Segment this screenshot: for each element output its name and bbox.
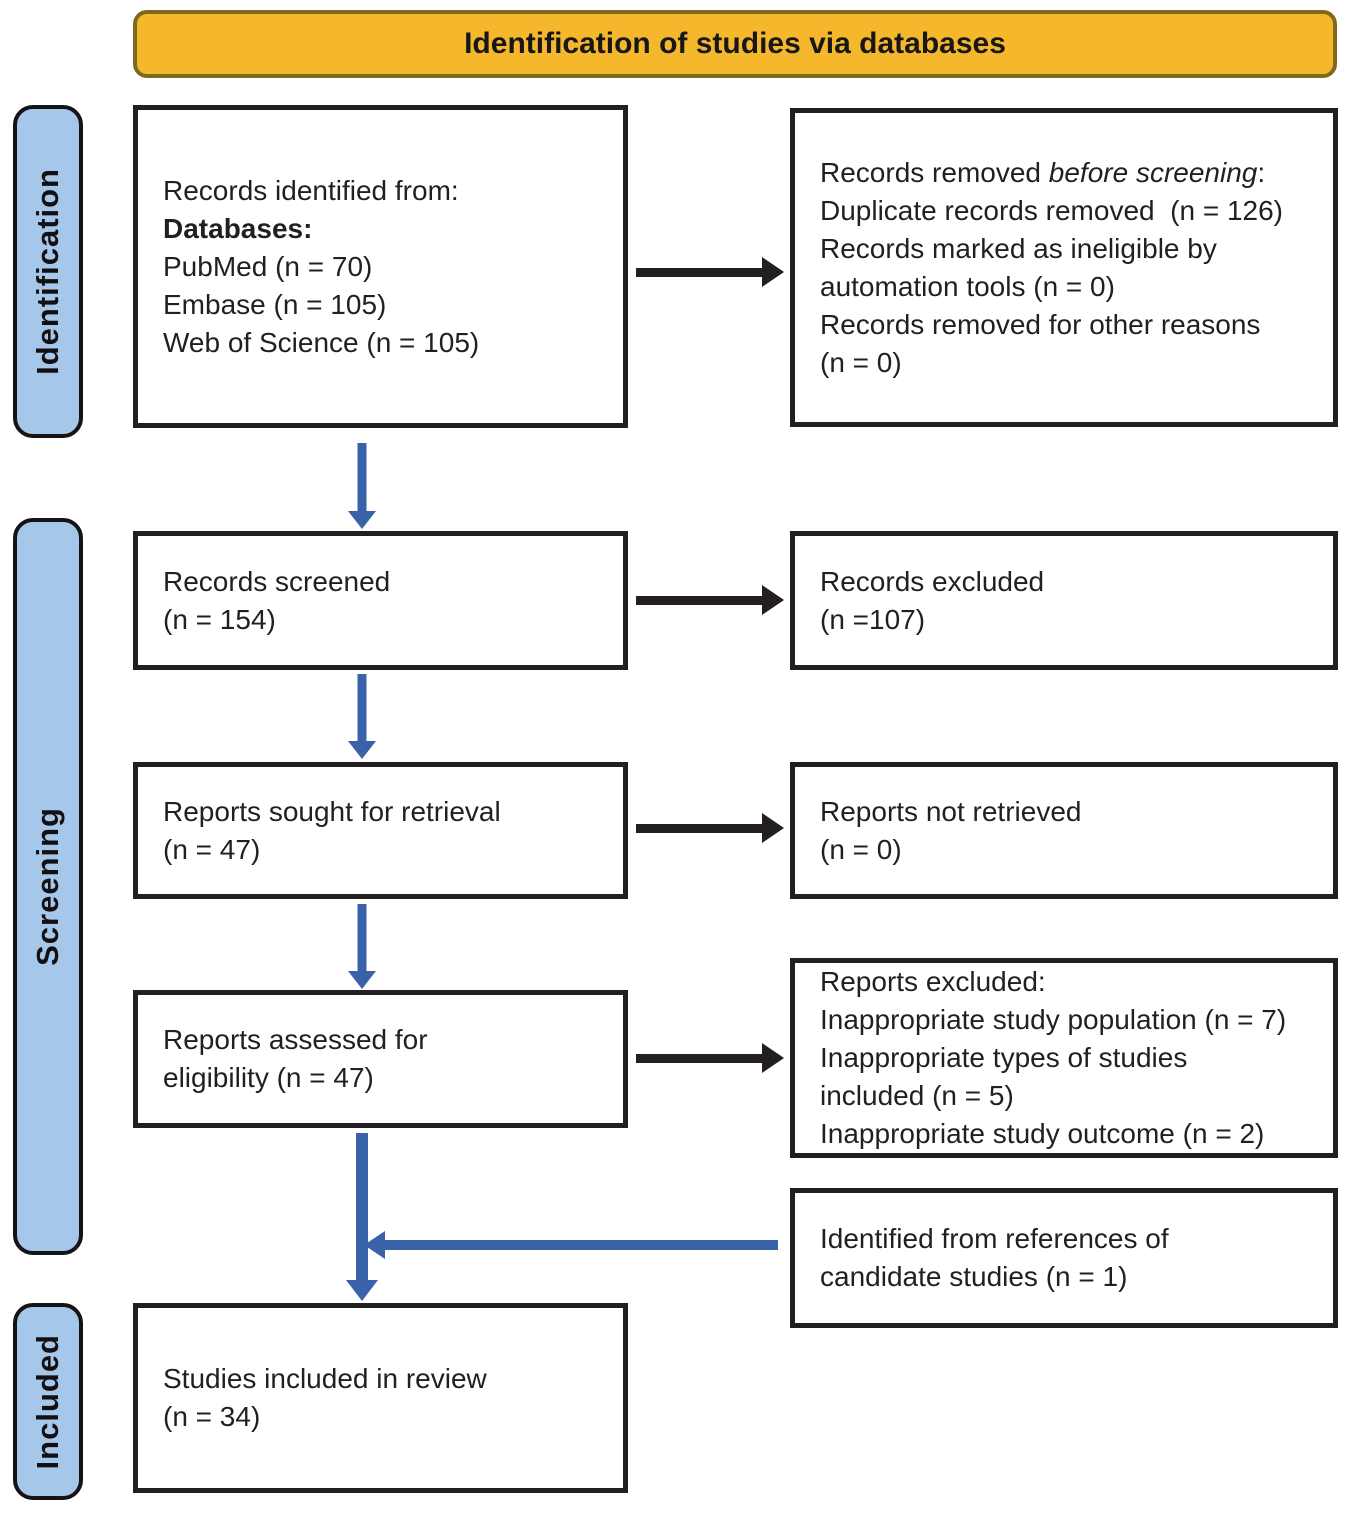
box-text-segment: Records removed xyxy=(820,156,1049,188)
arrow-head xyxy=(762,585,784,615)
box-records-removed: Records removed before screening: Duplic… xyxy=(790,108,1338,427)
box-text-line: Reports not retrieved xyxy=(820,795,1082,827)
arrow-stem xyxy=(636,268,764,277)
box-reports-sought: Reports sought for retrieval (n = 47) xyxy=(133,762,628,899)
arrow-stem xyxy=(636,1054,764,1063)
arrow-head xyxy=(762,813,784,843)
box-text-line: Reports assessed for xyxy=(163,1024,428,1055)
arrow-head xyxy=(348,511,376,529)
arrow-reports-sought-to-not-retrieved xyxy=(636,813,784,843)
box-text-line: Records excluded xyxy=(820,565,1045,597)
box-text-line: Records removed before screening: xyxy=(820,154,1321,192)
box-reports-assessed: Reports assessed for eligibility (n = 47… xyxy=(133,990,628,1128)
box-text-line: Inappropriate study population (n = 7) xyxy=(820,1004,1287,1035)
arrow-head xyxy=(348,741,376,759)
box-text-line: Duplicate records removed (n = 126) xyxy=(820,194,1283,226)
box-text-segment: : xyxy=(1257,156,1266,188)
box-text-line: Reports excluded: xyxy=(820,966,1046,997)
box-text-line: Records removed for other reasons xyxy=(820,308,1261,340)
arrow-records-identified-to-removed xyxy=(636,257,784,287)
box-reports-excluded: Reports excluded: Inappropriate study po… xyxy=(790,958,1338,1158)
stage-included-label: Included xyxy=(30,1333,65,1470)
arrow-reports-assessed-to-excluded xyxy=(636,1043,784,1073)
box-text-line: Identified from references of xyxy=(820,1223,1169,1254)
arrow-stem xyxy=(357,674,367,742)
arrow-identified-to-screened xyxy=(348,443,376,529)
arrow-stem xyxy=(636,824,764,833)
box-records-identified: Records identified from: Databases: PubM… xyxy=(133,105,628,428)
box-text-line: Records screened xyxy=(163,565,391,597)
box-text-line: (n = 0) xyxy=(820,346,902,378)
box-records-screened: Records screened (n = 154) xyxy=(133,531,628,670)
box-text-line: automation tools (n = 0) xyxy=(820,270,1115,302)
arrow-head xyxy=(364,1231,385,1259)
arrow-stem xyxy=(357,904,367,972)
box-studies-included: Studies included in review (n = 34) xyxy=(133,1303,628,1493)
arrow-head xyxy=(348,971,376,989)
stage-identification: Identification xyxy=(13,105,83,438)
arrow-screened-to-sought xyxy=(348,674,376,759)
box-text-line: (n =107) xyxy=(820,603,926,635)
box-records-excluded: Records excluded (n =107) xyxy=(790,531,1338,670)
arrow-head xyxy=(762,1043,784,1073)
box-reports-not-retrieved: Reports not retrieved (n = 0) xyxy=(790,762,1338,899)
box-text-line: Web of Science (n = 105) xyxy=(163,326,480,358)
box-text-line: Inappropriate study outcome (n = 2) xyxy=(820,1118,1265,1149)
box-text-line: (n = 47) xyxy=(163,833,261,865)
box-text-line: included (n = 5) xyxy=(820,1080,1014,1111)
stage-identification-label: Identification xyxy=(30,168,65,375)
box-text-line: PubMed (n = 70) xyxy=(163,250,373,282)
stage-screening: Screening xyxy=(13,518,83,1255)
box-text-line: Studies included in review xyxy=(163,1363,487,1394)
arrow-sought-to-assessed xyxy=(348,904,376,989)
box-identified-references: Identified from references of candidate … xyxy=(790,1188,1338,1328)
box-text-line: Reports sought for retrieval xyxy=(163,795,501,827)
box-text-line: eligibility (n = 47) xyxy=(163,1062,374,1093)
box-text-line: candidate studies (n = 1) xyxy=(820,1261,1128,1292)
box-text-line: (n = 34) xyxy=(163,1401,261,1432)
arrow-stem xyxy=(636,596,764,605)
box-text-line: Records marked as ineligible by xyxy=(820,232,1217,264)
box-text-line: Inappropriate types of studies xyxy=(820,1042,1188,1073)
arrow-stem xyxy=(357,443,367,512)
box-text-line: Embase (n = 105) xyxy=(163,288,387,320)
header-title: Identification of studies via databases xyxy=(464,27,1006,60)
arrow-stem xyxy=(384,1240,778,1250)
box-text-segment-italic: before screening xyxy=(1048,156,1258,188)
arrow-references-to-included-flow xyxy=(364,1231,778,1259)
stage-screening-label: Screening xyxy=(30,807,65,966)
arrow-head xyxy=(762,257,784,287)
arrow-assessed-to-included xyxy=(346,1133,378,1301)
box-text-line: Records identified from: xyxy=(163,174,459,206)
header-banner: Identification of studies via databases xyxy=(133,10,1337,78)
arrow-records-screened-to-excluded xyxy=(636,585,784,615)
stage-included: Included xyxy=(13,1303,83,1500)
arrow-head xyxy=(346,1280,378,1301)
box-text-line: Databases: xyxy=(163,212,313,244)
box-text-line: (n = 154) xyxy=(163,603,276,635)
box-text-line: (n = 0) xyxy=(820,833,902,865)
